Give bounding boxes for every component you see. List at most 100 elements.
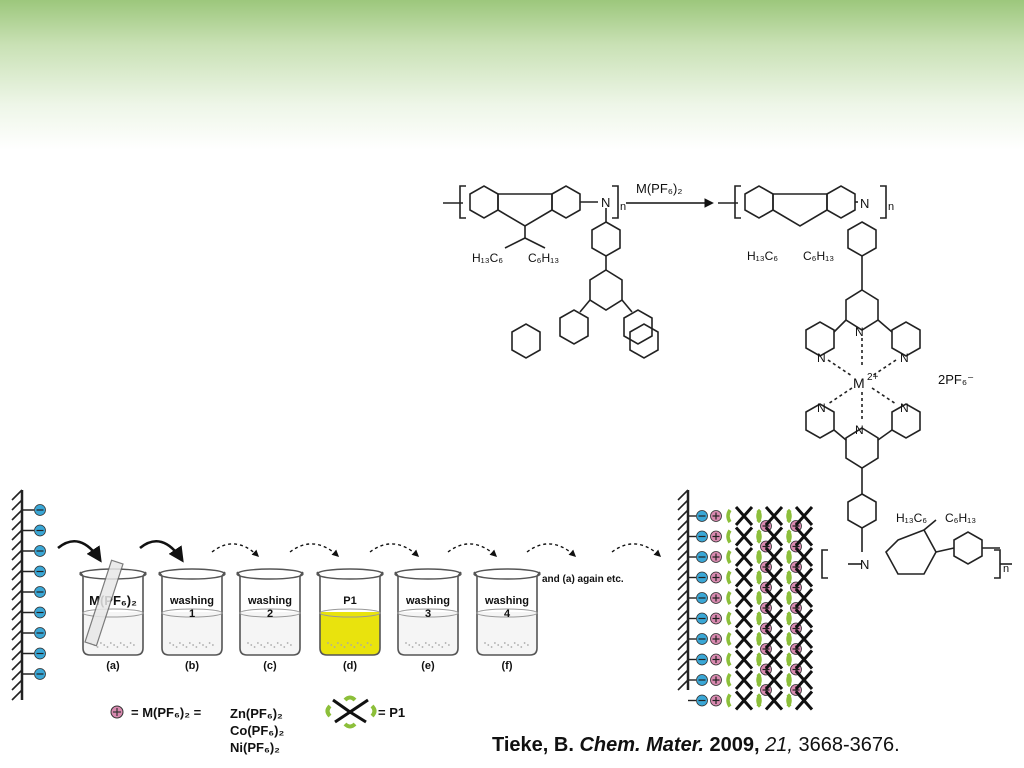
surface-anion: [34, 545, 46, 557]
p1-segment: [726, 547, 762, 567]
citation-volume: 21,: [765, 734, 793, 756]
legend-metal-eq: = M(PF₆)₂ =: [131, 705, 202, 720]
pyridine-n-top-center: N: [855, 325, 864, 339]
film-anion: [696, 674, 708, 686]
p1-segment: [786, 588, 814, 608]
polymer-n-atom-bottom: N: [860, 557, 869, 572]
surface-anion: [34, 606, 46, 619]
transfer-arrow: [526, 543, 577, 557]
beaker-label: washing: [169, 595, 214, 607]
p1-segment: [786, 690, 814, 711]
side-pyridine-right: [623, 309, 653, 345]
citation: Tieke, B. Chem. Mater. 2009, 21, 3668-36…: [492, 734, 900, 757]
beaker-step-letter: (e): [421, 660, 435, 672]
p1-segment: [786, 670, 814, 690]
phenylene-ring: [591, 221, 621, 257]
pyridine-n-top-right: N: [900, 351, 909, 365]
p1-segment: [786, 629, 814, 649]
p1-segment: [726, 649, 762, 670]
p1-segment: [726, 567, 762, 588]
monomer-n-atom: N: [601, 195, 610, 210]
beaker-number: 4: [504, 608, 511, 620]
beaker-step-letter: (f): [502, 660, 513, 672]
polymer-n-atom: N: [860, 196, 869, 211]
film-anion: [696, 551, 708, 563]
monomer-substituent-left: H₁₃C₆: [472, 251, 503, 265]
beaker-number: 2: [267, 608, 273, 620]
dipped-substrate-slide: [84, 559, 124, 647]
film-anion: [696, 653, 708, 666]
beaker-step-letter: (c): [263, 660, 277, 672]
film-cation: [710, 694, 722, 707]
beaker-label: P1: [343, 595, 356, 607]
citation-journal: Chem. Mater.: [579, 734, 704, 756]
p1-segment: [726, 690, 762, 711]
monomer-substituent-right: C₆H₁₃: [528, 251, 559, 265]
p1-segment: [786, 506, 814, 526]
beaker-label: washing: [484, 595, 529, 607]
surface-anion: [34, 586, 46, 598]
beaker-step-letter: (a): [106, 660, 120, 672]
film-cation: [710, 571, 722, 584]
fluorene-ring-right: [551, 185, 581, 219]
surface-anion: [34, 627, 46, 639]
beaker-label: washing: [405, 595, 450, 607]
monomer-structure: [443, 185, 659, 359]
transfer-arrow: [369, 543, 420, 557]
pyridine-n-top-left: N: [817, 351, 826, 365]
p1-segment: [726, 526, 762, 547]
citation-pages: 3668-3676.: [798, 734, 900, 756]
surface-anion: [34, 647, 46, 660]
film-anion: [696, 633, 708, 645]
p1-segment: [726, 588, 762, 608]
pyridine-n-bottom-right: N: [900, 401, 909, 415]
legend-metal-ni: Ni(PF₆)₂: [230, 740, 280, 755]
film-anion: [696, 530, 708, 543]
p1-segment: [786, 608, 814, 629]
beaker-d: P1(d): [316, 568, 384, 672]
polymer-substituent-right-top: C₆H₁₃: [803, 249, 834, 263]
film-cation: [710, 592, 722, 604]
film-anion: [696, 510, 708, 522]
legend-metal: [110, 705, 124, 719]
dip-arrow-a: [57, 539, 102, 563]
metal-center-label: M: [853, 375, 865, 391]
multilayer-film: [677, 489, 814, 711]
side-pyridine-left: [559, 309, 589, 345]
film-anion: [696, 612, 708, 625]
film-cation: [710, 653, 722, 666]
pyridine-n-bottom-center: N: [855, 423, 864, 437]
film-anion: [696, 592, 708, 604]
beaker-number: 1: [189, 608, 195, 620]
surface-anion: [34, 524, 46, 537]
metallopolymer-structure: [718, 185, 1012, 579]
polymer-substituent-left-top: H₁₃C₆: [747, 249, 778, 263]
beaker-number: 3: [425, 608, 431, 620]
transfer-arrow: [211, 543, 260, 557]
beaker-label: washing: [247, 595, 292, 607]
central-pyridine-ring: [589, 269, 623, 311]
transfer-arrow: [447, 543, 498, 557]
legend-p1-symbol: [325, 695, 377, 729]
surface-anion: [34, 565, 46, 578]
legend-metal-co: Co(PF₆)₂: [230, 723, 285, 738]
polymer-repeat-n-top: n: [888, 201, 894, 213]
film-cation: [710, 510, 722, 522]
beaker-step-letter: (b): [185, 660, 199, 672]
p1-segment: [726, 608, 762, 629]
polymer-repeat-n-bottom: n: [1003, 563, 1009, 575]
film-cation: [710, 633, 722, 645]
monomer-repeat-n: n: [620, 201, 626, 213]
polymer-substituent-left-bottom: H₁₃C₆: [896, 511, 927, 525]
counter-ion-label: 2PF₆⁻: [938, 372, 974, 387]
p1-segment: [786, 526, 814, 547]
film-anion: [696, 694, 708, 707]
legend-metal-zn: Zn(PF₆)₂: [230, 706, 283, 721]
legend-p1-eq: = P1: [378, 705, 405, 720]
film-cation: [710, 612, 722, 625]
